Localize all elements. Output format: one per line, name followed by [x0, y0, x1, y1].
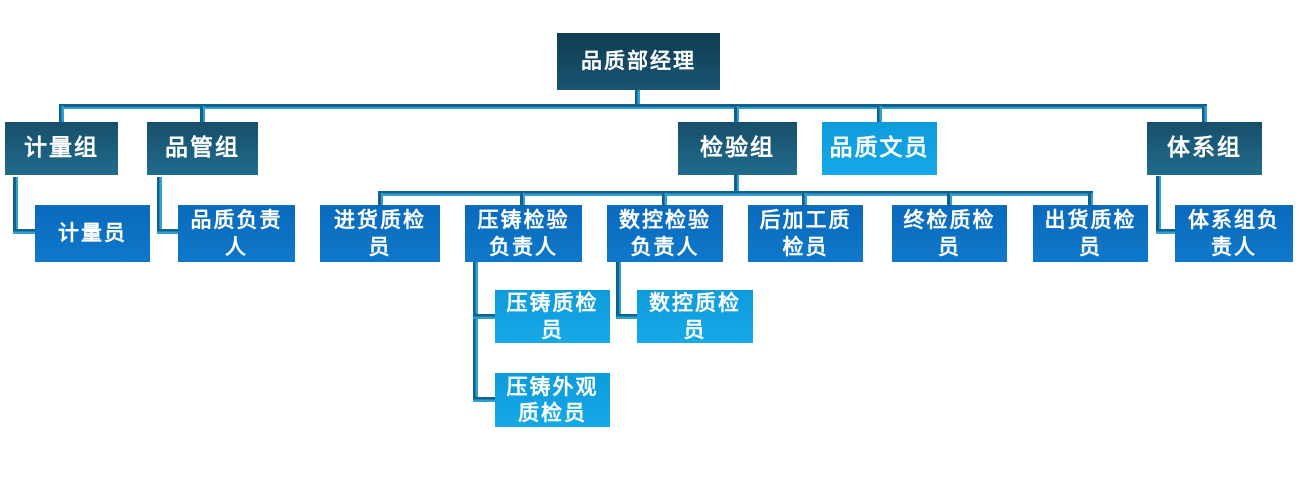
connector-line — [1202, 106, 1207, 123]
org-node-die-casting-inspection-leader: 压铸检验 负责人 — [465, 205, 582, 262]
org-node-cnc-inspection-leader: 数控检验 负责人 — [607, 205, 723, 262]
connector-line — [59, 106, 64, 123]
connector-line — [616, 314, 639, 319]
connector-line — [802, 193, 807, 206]
connector-line — [947, 193, 952, 206]
org-node-shipping-inspector: 出货质检 员 — [1033, 205, 1148, 262]
connector-line — [734, 175, 739, 193]
connector-line — [59, 104, 1207, 109]
connector-line — [157, 229, 180, 234]
org-node-cnc-inspector: 数控质检 员 — [637, 290, 753, 343]
org-node-quality-clerk: 品质文员 — [822, 122, 937, 175]
connector-line — [1156, 176, 1161, 234]
connector-line — [378, 191, 1093, 196]
connector-line — [473, 397, 497, 402]
org-node-die-casting-inspector: 压铸质检 员 — [495, 290, 610, 343]
org-node-final-inspector: 终检质检 员 — [892, 205, 1007, 262]
org-node-post-processing-inspector: 后加工质 检员 — [748, 205, 863, 262]
connector-line — [520, 193, 525, 206]
org-node-incoming-inspector: 进货质检 员 — [320, 205, 440, 262]
org-node-metrology-staff: 计量员 — [35, 205, 150, 262]
connector-line — [378, 193, 383, 206]
org-node-quality-control-group: 品管组 — [147, 122, 258, 175]
org-node-metrology-group: 计量组 — [5, 122, 118, 175]
connector-line — [200, 106, 205, 123]
org-node-system-group: 体系组 — [1147, 122, 1262, 175]
org-node-system-group-leader: 体系组负 责人 — [1175, 205, 1293, 262]
connector-line — [1088, 193, 1093, 206]
org-node-quality-leader: 品质负责 人 — [178, 205, 295, 262]
connector-line — [473, 262, 478, 402]
connector-line — [1156, 229, 1177, 234]
connector-line — [157, 177, 162, 234]
connector-line — [473, 314, 497, 319]
connector-line — [662, 193, 667, 206]
connector-line — [877, 106, 882, 123]
connector-line — [13, 177, 18, 234]
org-node-manager: 品质部经理 — [557, 33, 720, 90]
connector-line — [616, 262, 621, 319]
connector-line — [635, 90, 640, 106]
connector-line — [13, 229, 37, 234]
org-node-inspection-group: 检验组 — [678, 122, 797, 175]
connector-line — [734, 106, 739, 123]
org-node-die-casting-appearance-inspector: 压铸外观 质检员 — [495, 373, 610, 427]
